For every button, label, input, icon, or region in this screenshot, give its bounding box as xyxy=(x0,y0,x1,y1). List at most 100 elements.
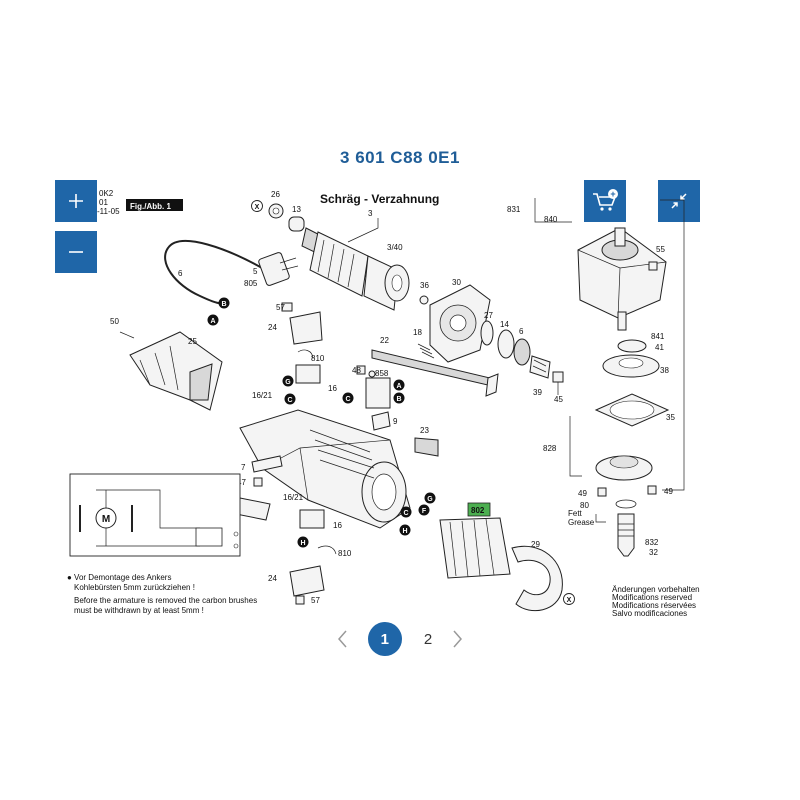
part-label-16-bottom: 16 xyxy=(333,521,342,530)
part-label-26: 26 xyxy=(271,190,280,199)
marker-a-switch: A xyxy=(396,383,401,390)
note-left-line-1: ● Vor Demontage des Ankers xyxy=(67,573,171,582)
diagram-heading: Schräg - Verzahnung xyxy=(320,192,439,206)
part-label-3-40: 3/40 xyxy=(387,243,403,252)
note-right-line-2: Modifications reserved xyxy=(612,593,692,602)
part-label-840: 840 xyxy=(544,215,558,224)
power-cable xyxy=(164,239,263,305)
part-label-41: 41 xyxy=(655,343,664,352)
marker-c-top: C xyxy=(287,397,292,404)
nut-45 xyxy=(552,371,564,383)
collapse-button[interactable] xyxy=(658,180,700,222)
marker-b-cable: B xyxy=(221,301,226,308)
note-left-line-4: must be withdrawn by at least 5mm ! xyxy=(74,606,204,615)
part-label-50: 50 xyxy=(110,317,119,326)
part-label-7: 7 xyxy=(241,463,246,472)
brush-holder-bottom xyxy=(299,509,325,529)
part-label-832: 832 xyxy=(645,538,659,547)
part-label-29: 29 xyxy=(531,540,540,549)
prev-page-button[interactable] xyxy=(330,627,354,651)
part-label-18: 18 xyxy=(413,328,422,337)
part-label-9: 9 xyxy=(393,417,398,426)
note-left-line-2: Kohlebürsten 5mm zurückziehen ! xyxy=(74,583,195,592)
note-right-line-1: Änderungen vorbehalten xyxy=(612,585,700,594)
chevron-right-icon xyxy=(453,630,463,648)
part-label-3: 3 xyxy=(368,209,373,218)
part-label-55: 55 xyxy=(656,245,665,254)
part-label-24-top: 24 xyxy=(268,323,277,332)
note-left-line-3: Before the armature is removed the carbo… xyxy=(74,596,257,605)
zoom-in-button[interactable] xyxy=(55,180,97,222)
chevron-left-icon xyxy=(337,630,347,648)
stamp-line-2: 01 xyxy=(99,198,108,207)
part-label-5: 5 xyxy=(253,267,258,276)
bearing-14 xyxy=(497,329,515,359)
pagination: 1 2 xyxy=(0,622,800,656)
brush-cover-24-bottom xyxy=(289,565,325,597)
marker-b-switch: B xyxy=(396,396,401,403)
part-label-48: 48 xyxy=(352,366,361,375)
air-guide-ring-29 xyxy=(511,545,563,612)
part-23 xyxy=(414,437,439,457)
highlight-802[interactable] xyxy=(467,502,491,517)
part-label-39: 39 xyxy=(533,388,542,397)
note-right-line-4: Salvo modificaciones xyxy=(612,609,687,618)
part-label-22: 22 xyxy=(380,336,389,345)
part-label-16-21-bottom: 16/21 xyxy=(283,493,304,502)
part-label-6: 6 xyxy=(178,269,183,278)
marker-c-switch: C xyxy=(345,396,350,403)
brush-cover-24-top xyxy=(289,311,323,345)
cart-badge: + xyxy=(610,189,615,199)
collapse-icon xyxy=(671,193,687,209)
fig-label: Fig./Abb. 1 xyxy=(130,202,171,211)
pinion-gear xyxy=(529,355,551,379)
marker-f-field: F xyxy=(422,508,427,515)
part-label-841: 841 xyxy=(651,332,665,341)
marker-x-bottom: X xyxy=(567,597,572,604)
part-label-810-top: 810 xyxy=(311,354,325,363)
insulation-808 xyxy=(235,497,271,521)
part-label-810-bottom: 810 xyxy=(338,549,352,558)
part-label-16-21-top: 16/21 xyxy=(252,391,273,400)
armature-commutator xyxy=(309,231,369,297)
motor-symbol: M xyxy=(102,514,110,525)
part-label-805: 805 xyxy=(244,279,258,288)
zoom-out-button[interactable] xyxy=(55,231,97,273)
part-label-24-bottom: 24 xyxy=(268,574,277,583)
stamp-line-3: -11-05 xyxy=(97,207,120,216)
part-label-828: 828 xyxy=(543,444,557,453)
brush-holder-top xyxy=(295,364,321,384)
marker-x-top: X xyxy=(255,204,260,211)
part-label-57-top: 57 xyxy=(276,303,285,312)
marker-a-cable: A xyxy=(210,318,215,325)
spindle-832 xyxy=(617,513,635,557)
power-plug xyxy=(258,252,290,286)
next-page-button[interactable] xyxy=(446,627,470,651)
screw-57-top xyxy=(281,302,293,312)
part-label-38: 38 xyxy=(660,366,669,375)
part-label-14: 14 xyxy=(500,320,509,329)
marker-c-field: C xyxy=(403,510,408,517)
spindle-lock xyxy=(617,311,627,331)
marker-h-bottom: H xyxy=(300,540,305,547)
part-label-80: 80 xyxy=(580,501,589,510)
page-2-button[interactable]: 2 xyxy=(423,630,433,648)
part-label-32: 32 xyxy=(649,548,658,557)
marker-g-top: G xyxy=(285,379,291,386)
add-to-cart-button[interactable]: + xyxy=(584,180,626,222)
part-label-49-right: 49 xyxy=(664,487,673,496)
note-right-line-3: Modifications réservées xyxy=(612,601,696,610)
part-label-45: 45 xyxy=(554,395,563,404)
marker-g-field: G xyxy=(427,496,433,503)
part-label-30: 30 xyxy=(452,278,461,287)
part-label-16-top: 16 xyxy=(328,384,337,393)
switch-module xyxy=(365,377,391,409)
page-1-button[interactable]: 1 xyxy=(367,622,402,656)
marker-h-field: H xyxy=(402,528,407,535)
grease-label: Grease xyxy=(568,518,595,527)
part-label-47: 47 xyxy=(237,478,246,487)
model-number-title: 3 601 C88 0E1 xyxy=(340,148,460,167)
cart-add-icon: + xyxy=(593,189,618,211)
part-label-25: 25 xyxy=(188,337,197,346)
